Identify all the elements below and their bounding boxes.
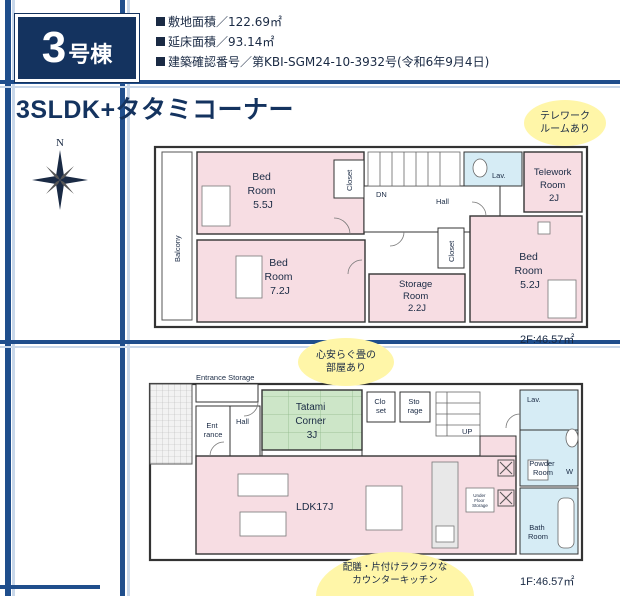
storage-room-label: Storage Room 2.2J — [399, 279, 435, 314]
bullet-square-icon — [156, 57, 165, 66]
tatami-corner-label: Tatami Corner 3J — [295, 402, 328, 441]
tatami-callout: 心安らぐ畳の 部屋あり — [298, 338, 394, 386]
bed-room-2 — [196, 239, 366, 323]
lav-1f-label: Lav. — [527, 395, 541, 404]
decorative-stripe — [120, 0, 125, 596]
north-label: N — [56, 137, 64, 149]
decorative-band — [0, 86, 620, 88]
under-floor-storage-label: Under Floor Storage — [472, 493, 488, 508]
telework-room — [523, 151, 583, 213]
bullet-square-icon — [156, 17, 165, 26]
up-label: UP — [462, 427, 472, 436]
closet-1-label: Closet — [345, 169, 354, 191]
decorative-band — [0, 585, 100, 589]
entrance-storage — [195, 383, 259, 403]
down-label: DN — [376, 190, 387, 199]
stairs-2f — [367, 151, 461, 187]
decorative-band — [0, 80, 620, 84]
spec-row: 敷地面積／122.69㎡ — [156, 12, 489, 32]
telework-callout: テレワーク ルームあり — [524, 100, 606, 146]
lav-1f — [519, 389, 579, 431]
tatami-corner — [261, 389, 363, 451]
floor-1-area: 1F:46.57㎡ — [520, 576, 575, 588]
spec-row: 延床面積／93.14㎡ — [156, 32, 489, 52]
entrance-storage-label: Entrance Storage — [196, 373, 254, 382]
closet-1 — [333, 159, 365, 199]
floor-2-plan: Bed Room 5.5J Bed Room 7.2J Storage Room… — [153, 145, 589, 329]
telework-room-label: Telework Room 2J — [534, 167, 574, 204]
compass-icon: N — [32, 137, 88, 210]
layout-type: 3SLDK+タタミコーナー — [16, 96, 295, 124]
storage-1f — [399, 391, 431, 423]
closet-2-label: Closet — [447, 240, 456, 262]
floor-2-area: 2F:46.57㎡ — [520, 334, 575, 346]
bed-room-2-label: Bed Room 7.2J — [265, 257, 296, 297]
closet-1f — [366, 391, 396, 423]
house-unit: 号棟 — [68, 43, 113, 68]
powder-room-label: Powder Room — [529, 459, 557, 477]
decorative-stripe — [127, 0, 130, 596]
ldk-label: LDK17J — [296, 501, 333, 513]
hall-1f-label: Hall — [236, 417, 249, 426]
storage-1f-label: Sto rage — [407, 397, 422, 415]
washer-label: W — [566, 467, 574, 476]
hall-1f — [229, 405, 261, 457]
balcony-label: Balcony — [173, 235, 182, 262]
decorative-stripe — [5, 0, 11, 596]
property-specs: 敷地面積／122.69㎡ 延床面積／93.14㎡ 建築確認番号／第KBI-SGM… — [156, 12, 489, 72]
bullet-square-icon — [156, 37, 165, 46]
storage-room-2f — [368, 273, 466, 323]
lav-2f-label: Lav. — [492, 171, 506, 180]
house-number-badge: 3 号棟 — [15, 14, 139, 82]
house-number: 3 — [41, 23, 67, 72]
spec-row: 建築確認番号／第KBI-SGM24-10-3932号(令和6年9月4日) — [156, 52, 489, 72]
ldk — [195, 455, 517, 555]
balcony — [161, 151, 193, 321]
bath-room-label: Bath Room — [528, 523, 548, 541]
closet-1f-label: Clo set — [374, 397, 387, 415]
porch — [149, 383, 193, 465]
entrance-label: Ent rance — [204, 421, 223, 439]
bed-room-1-label: Bed Room 5.5J — [248, 171, 279, 211]
closet-2 — [437, 227, 465, 269]
floor-1-plan: Entrance Storage Ent rance Hall Tatami C… — [148, 373, 584, 562]
bed-room-3-label: Bed Room 5.2J — [515, 251, 546, 291]
hall-2f-label: Hall — [436, 197, 449, 206]
decorative-stripe — [12, 0, 15, 596]
stairs-1f — [435, 391, 481, 437]
decorative-band — [0, 340, 620, 344]
